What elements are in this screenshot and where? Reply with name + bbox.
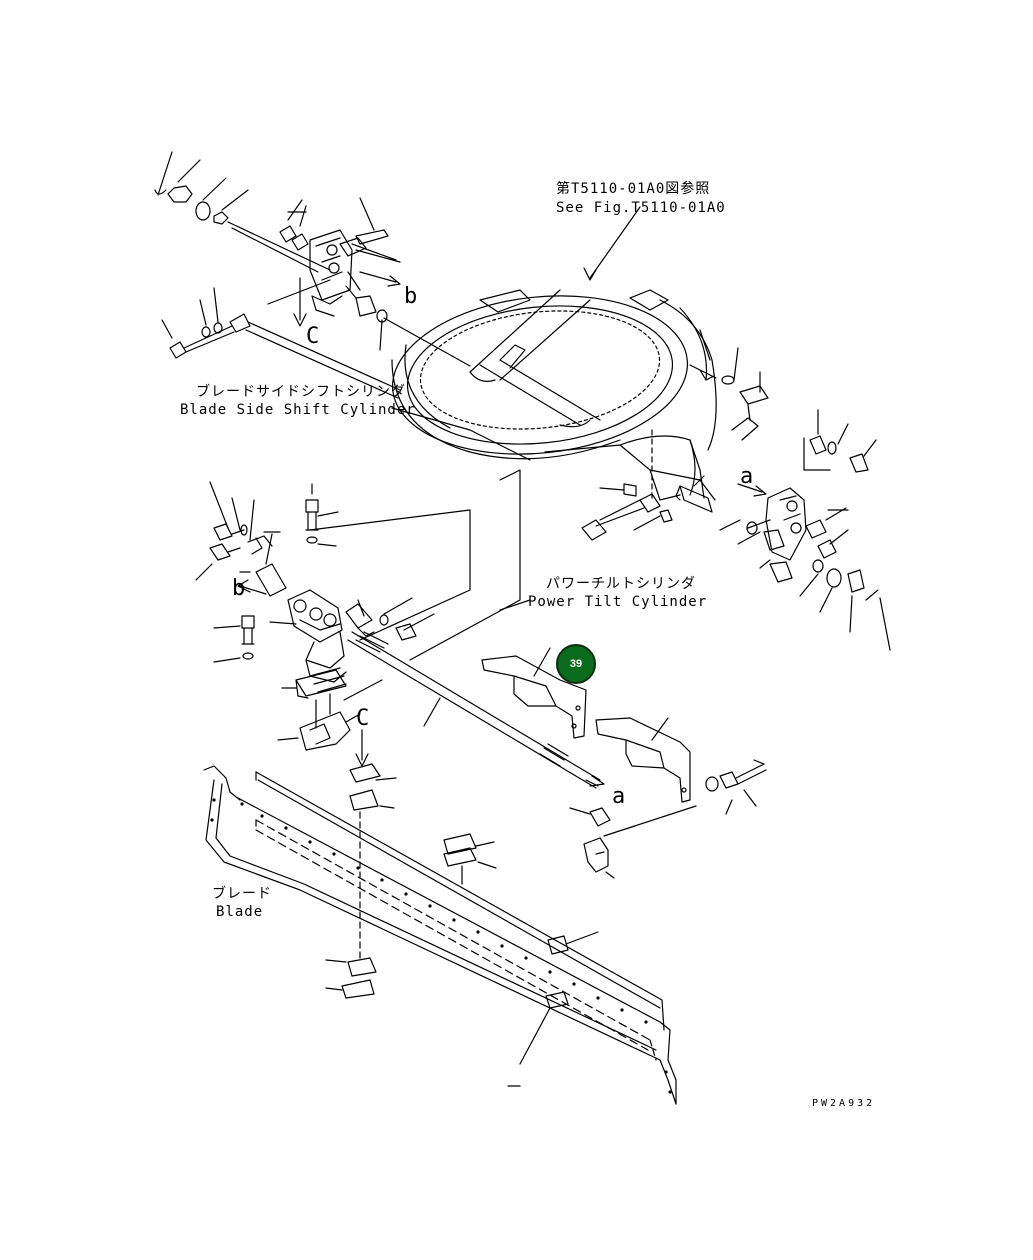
figure-ref-en: See Fig.T5110-01A0: [556, 200, 726, 216]
tilt-cylinder-right-hardware: [581, 409, 891, 651]
view-marker-c-upper: C: [306, 324, 320, 349]
power-tilt-cylinder-label-en: Power Tilt Cylinder: [528, 594, 708, 610]
tilt-cylinder-left-hardware: [195, 481, 435, 751]
view-marker-a-right: a: [740, 464, 754, 489]
circle-frame: [391, 206, 769, 501]
side-shift-hardware: [154, 151, 471, 399]
blade: [203, 729, 677, 1105]
figure-ref-jp: 第T5110-01A0図参照: [556, 181, 711, 197]
view-marker-b-upper: b: [404, 284, 418, 309]
tilt-cylinder-rod: [347, 631, 605, 789]
view-marker-b-left: b: [232, 576, 246, 601]
view-marker-a-lower: a: [612, 784, 626, 809]
blade-holes: [210, 798, 672, 1094]
blade-label-en: Blade: [216, 904, 264, 920]
part-hotspot-39[interactable]: 39: [556, 644, 596, 684]
callout-lines: [309, 407, 653, 661]
view-marker-c-lower: C: [356, 706, 370, 731]
power-tilt-cylinder-label-jp: パワーチルトシリンダ: [546, 576, 696, 592]
drawing-code: PW2A932: [812, 1098, 876, 1109]
guard-plates: [481, 647, 767, 879]
side-shift-cylinder-label-jp: ブレードサイドシフトシリンダ: [196, 384, 406, 400]
side-shift-cylinder-label-en: Blade Side Shift Cylinder: [180, 402, 416, 418]
blade-label-jp: ブレード: [212, 886, 272, 902]
